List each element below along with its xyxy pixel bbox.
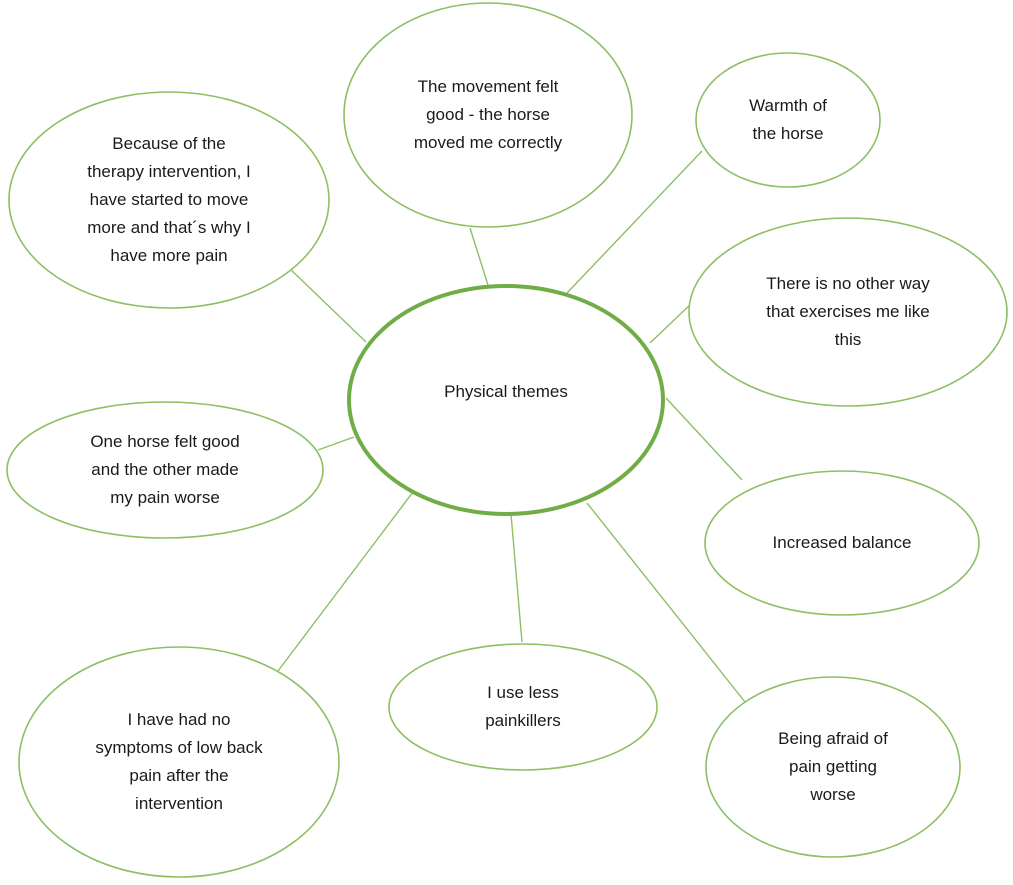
theme-bubble-movement-felt-good: [343, 2, 633, 228]
central-theme-label: Physical themes: [444, 382, 568, 401]
theme-label-warmth-of-horse: Warmth of the horse: [749, 96, 827, 143]
theme-bubble-less-painkillers: [388, 643, 658, 771]
theme-bubble-warmth-of-horse: [695, 52, 881, 188]
theme-label-one-horse-good: One horse felt good and the other made m…: [90, 432, 240, 507]
connector-group: [274, 150, 746, 703]
theme-bubble-increased-balance: [704, 470, 980, 616]
central-theme-bubble: [347, 284, 665, 516]
theme-bubble-one-horse-good: [6, 401, 324, 539]
theme-label-less-painkillers: I use less painkillers: [485, 683, 561, 730]
theme-bubble-afraid-of-pain: [705, 676, 961, 858]
connector-move-more-pain: [286, 265, 367, 343]
theme-label-no-low-back-pain: I have had no symptoms of low back pain …: [95, 710, 263, 813]
theme-label-afraid-of-pain: Being afraid of pain getting worse: [778, 729, 888, 804]
connector-no-low-back-pain: [274, 491, 414, 676]
theme-bubble-no-low-back-pain: [18, 646, 340, 878]
theme-label-move-more-pain: Because of the therapy intervention, I h…: [87, 134, 251, 265]
connector-afraid-of-pain: [586, 502, 746, 703]
connector-movement-felt-good: [469, 227, 489, 286]
theme-bubble-move-more-pain: [8, 91, 330, 309]
connector-one-horse-good: [317, 436, 355, 451]
connector-increased-balance: [665, 397, 743, 481]
connector-less-painkillers: [510, 513, 523, 643]
bubble-group: [6, 2, 1008, 878]
theme-label-increased-balance: Increased balance: [772, 533, 912, 552]
theme-label-no-other-way: There is no other way that exercises me …: [766, 274, 930, 349]
connector-no-other-way: [649, 301, 694, 344]
connector-warmth-of-horse: [566, 150, 703, 294]
theme-bubble-no-other-way: [688, 217, 1008, 407]
theme-label-movement-felt-good: The movement felt good - the horse moved…: [413, 77, 563, 152]
